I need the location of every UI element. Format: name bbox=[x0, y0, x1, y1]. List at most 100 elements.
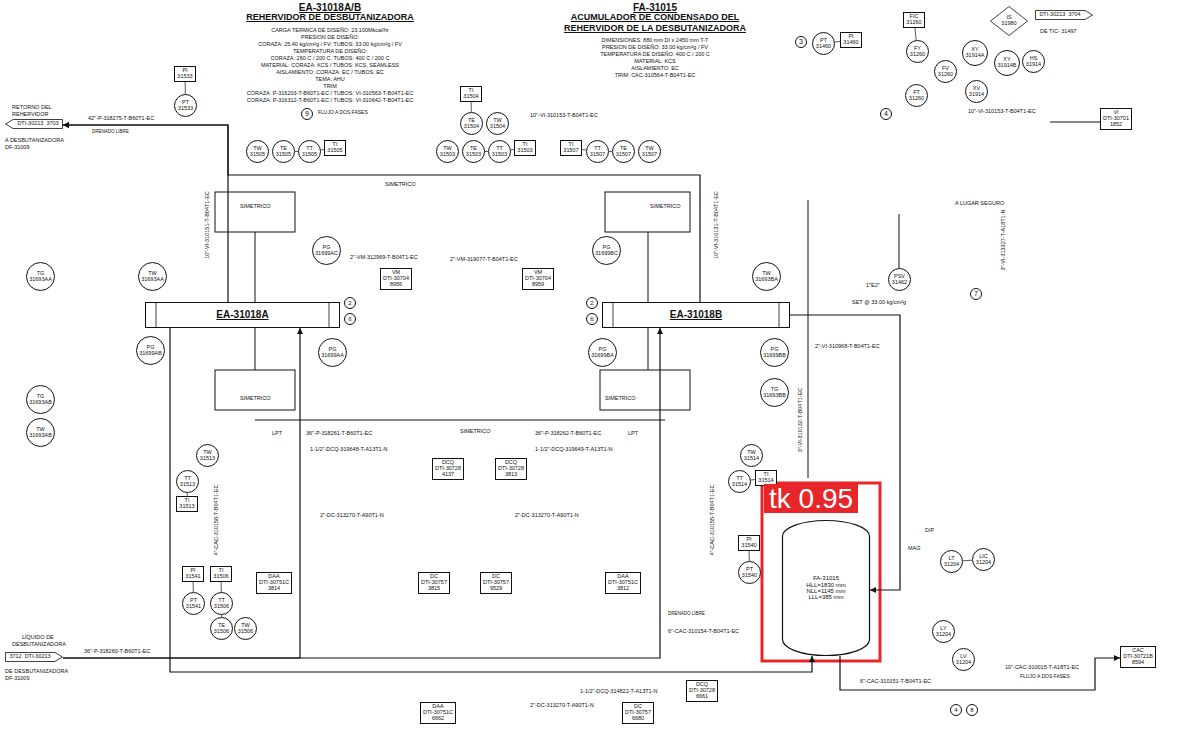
instrument-bubble: TW31503 bbox=[436, 140, 459, 163]
annotation: PRESION DE DISEÑO: bbox=[301, 34, 359, 40]
instrument-bubble: 4 bbox=[950, 704, 962, 716]
tag-text: 9529 bbox=[490, 586, 502, 592]
annotation: 36"-P-318261-T-B60T1-EC bbox=[306, 430, 372, 436]
instrument-box: DCQDTI-307286661 bbox=[686, 680, 718, 702]
detection-box bbox=[762, 483, 880, 661]
instrument-box: FIC31260 bbox=[903, 12, 925, 28]
instrument-box: DCDTI-307579529 bbox=[480, 572, 512, 594]
annotation: TEMA: AHU bbox=[315, 76, 345, 82]
instrument-bubble: TW31693AB bbox=[26, 418, 55, 447]
annotation: FLUJO A DOS FASES bbox=[318, 110, 368, 116]
tag-text: 8594 bbox=[1132, 660, 1144, 666]
instrument-bubble: TE31503 bbox=[462, 140, 485, 163]
instrument-box: TI31513 bbox=[176, 496, 198, 512]
instrument-bubble: TW31693AA bbox=[138, 262, 167, 291]
annotation: CORAZA: P-316312-T-B60T1-EC / TUBOS: VI-… bbox=[247, 97, 414, 103]
annotation: 1-1/2"-DCQ-314822-T-A13T1-N bbox=[580, 688, 657, 694]
tag-text: 31506 bbox=[214, 629, 229, 635]
tube-sheet bbox=[779, 303, 780, 327]
equipment-heading: REHERVIDOR DE DESBUTANIZADORA bbox=[246, 13, 414, 23]
tag-text: 31204 bbox=[976, 560, 991, 566]
annotation: 10"-VI-310153-T-B04T1-EC bbox=[530, 112, 598, 118]
annotation: MATERIAL: CORAZA: KCS / TUBOS: KCS, SEAM… bbox=[261, 62, 399, 68]
annotation: MAG bbox=[908, 545, 921, 551]
nozzle-pipe bbox=[648, 232, 649, 302]
instrument-bubble: TT31507 bbox=[586, 140, 609, 163]
instrument-box: PI31541 bbox=[182, 566, 204, 582]
annotation: D/P bbox=[925, 527, 934, 533]
tag-text: DTI-30213 bbox=[25, 654, 51, 660]
tag-text: 31693AB bbox=[29, 400, 52, 406]
process-line bbox=[840, 656, 1120, 690]
tag-text: 8959 bbox=[532, 282, 544, 288]
tag-text: 31505 bbox=[250, 152, 265, 158]
equipment-heading: FA-31015 bbox=[633, 2, 677, 13]
annotation: DESBUTANIZADORA bbox=[12, 641, 66, 647]
offpage-connector: 3712DTI-30213 bbox=[5, 652, 63, 662]
instrument-bubble: PG31699AB bbox=[136, 336, 165, 365]
tag-text: 31513 bbox=[180, 482, 195, 488]
tag-text: LLL=385 mm bbox=[808, 594, 843, 600]
annotation: 1-1/2"-DCQ-319649-T-A13T1-N bbox=[535, 446, 612, 452]
tube-sheet bbox=[329, 303, 330, 327]
tag-text: 31699AC bbox=[315, 251, 338, 257]
annotation: 2"-DC-313270-T-A90T1-N bbox=[530, 702, 594, 708]
tag-text: 3812 bbox=[617, 586, 629, 592]
tag-text: 31507 bbox=[642, 152, 657, 158]
tag-text: 31540 bbox=[742, 573, 757, 579]
instrument-bubble: PT31541 bbox=[182, 592, 205, 615]
instrument-bubble: HS31914 bbox=[1022, 50, 1045, 73]
annotation: CORAZA: 260 C / 200 C; TUBOS: 400 C / 20… bbox=[271, 55, 390, 61]
tag-text: 3704 bbox=[1068, 12, 1080, 18]
instrument-bubble: FY31260 bbox=[906, 40, 929, 63]
process-line bbox=[170, 328, 812, 672]
relief-pipe bbox=[899, 214, 900, 268]
equipment-heading: ACUMULADOR DE CONDENSADO DEL bbox=[571, 13, 740, 23]
tag-text: 31462 bbox=[892, 280, 907, 286]
instrument-bubble: XV31914 bbox=[965, 80, 988, 103]
tag-text: 31533 bbox=[177, 74, 192, 80]
tag-text: 31514 bbox=[758, 478, 773, 484]
tag-text: 31699BC bbox=[595, 251, 618, 257]
tag-text: 31505 bbox=[276, 152, 291, 158]
nozzle-pipe bbox=[255, 232, 256, 302]
nozzle-pipe bbox=[648, 328, 649, 370]
annotation: 4"-CAC-310158-T-B04T1-EC bbox=[213, 484, 219, 555]
instrument-bubble: TW31504 bbox=[486, 112, 509, 135]
nozzle-pipe bbox=[255, 328, 256, 370]
instrument-bubble: TW31506 bbox=[234, 617, 257, 640]
tag-text: 4 bbox=[884, 110, 888, 117]
tag-text: 31505 bbox=[302, 152, 317, 158]
tag-text: 3703 bbox=[46, 121, 58, 127]
detection-label: tk 0.95 bbox=[764, 484, 858, 513]
offpage-connector-shape bbox=[6, 653, 63, 662]
annotation: A DESBUTANIZADORA bbox=[5, 137, 64, 143]
instrument-box: VMDTI-307048959 bbox=[522, 268, 554, 290]
instrument-bubble: PG31699AA bbox=[318, 338, 347, 367]
instrument-bubble: 9 bbox=[301, 108, 313, 120]
tag-text: 31260 bbox=[906, 20, 921, 26]
tag-text: 31507 bbox=[563, 148, 578, 154]
instrument-bubble: PG31699BA bbox=[588, 338, 617, 367]
instrument-line bbox=[185, 82, 186, 94]
annotation: LÍQUIDO DE bbox=[22, 634, 54, 640]
instrument-bubble: PT31533 bbox=[174, 94, 197, 117]
tag-text: 6662 bbox=[432, 716, 444, 722]
tag-text: 31503 bbox=[517, 148, 532, 154]
tube-sheet bbox=[613, 303, 614, 327]
tag-text: HLL=1830 mm bbox=[806, 582, 846, 588]
tag-text: EA-31018B bbox=[670, 310, 722, 321]
annotation: CORAZA: 25.40 kg/cm²g / FV; TUBOS: 33.00… bbox=[258, 41, 402, 47]
annotation: DRENADO LIBRE bbox=[92, 130, 129, 135]
tag-text: 7 bbox=[974, 290, 978, 297]
tag-text: 3815 bbox=[428, 586, 440, 592]
annotation: 1"E2" bbox=[866, 282, 880, 288]
vessel: FA-31015HLL=1830 mmNLL=1145 mmLLL=385 mm bbox=[782, 520, 870, 656]
instrument-line bbox=[221, 582, 222, 592]
tag-text: 8956 bbox=[390, 282, 402, 288]
annotation: 2"-DC-313270-T-A90T1-N bbox=[515, 512, 579, 518]
annotation: 10"-VI-310131-T-B04T1-EC bbox=[713, 191, 719, 259]
annotation: 36"-P-318260-T-B60T1-EC bbox=[84, 648, 150, 654]
